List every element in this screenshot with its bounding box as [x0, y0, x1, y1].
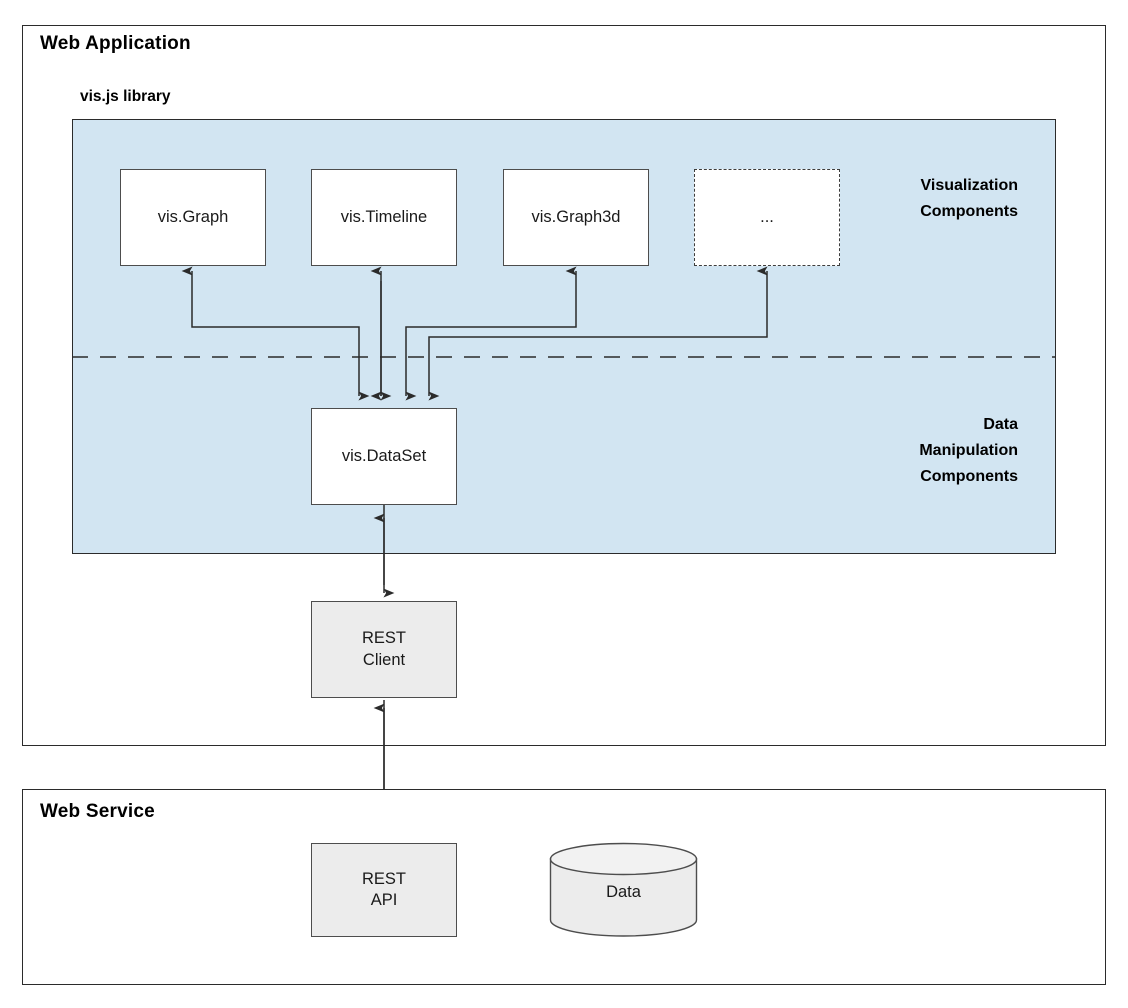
label-data-manipulation-components: Data Manipulation Components — [718, 412, 1018, 490]
node-rest-api[interactable]: REST API — [311, 843, 457, 937]
node-vis-timeline[interactable]: vis.Timeline — [311, 169, 457, 266]
node-vis-dataset[interactable]: vis.DataSet — [311, 408, 457, 505]
node-data-store[interactable]: Data — [549, 842, 698, 937]
node-data-store-label: Data — [606, 883, 641, 901]
container-web-application-title: Web Application — [40, 33, 191, 54]
node-vis-graph3d[interactable]: vis.Graph3d — [503, 169, 649, 266]
node-vis-timeline-label: vis.Timeline — [340, 207, 428, 226]
label-visualization-components-line2: Components — [920, 202, 1018, 220]
label-data-manipulation-line1: Data — [983, 416, 1018, 433]
database-cylinder-icon — [549, 842, 698, 937]
node-rest-client-label-line1: REST — [361, 629, 406, 648]
node-vis-graph-label: vis.Graph — [157, 207, 229, 226]
node-vis-dataset-label: vis.DataSet — [341, 446, 427, 465]
label-visualization-components: Visualization Components — [718, 173, 1018, 225]
node-vis-graph[interactable]: vis.Graph — [120, 169, 266, 266]
node-rest-client[interactable]: REST Client — [311, 601, 457, 698]
node-rest-api-label-line2: API — [370, 891, 398, 909]
container-web-service-title: Web Service — [40, 801, 155, 822]
node-rest-client-label-line2: Client — [362, 650, 406, 669]
node-rest-api-label-line1: REST — [361, 869, 406, 888]
label-data-manipulation-line3: Components — [920, 467, 1018, 485]
node-vis-graph3d-label: vis.Graph3d — [531, 207, 621, 226]
library-section-title: vis.js library — [80, 88, 171, 105]
label-data-manipulation-line2: Manipulation — [919, 441, 1018, 459]
label-visualization-components-line1: Visualization — [920, 177, 1018, 194]
